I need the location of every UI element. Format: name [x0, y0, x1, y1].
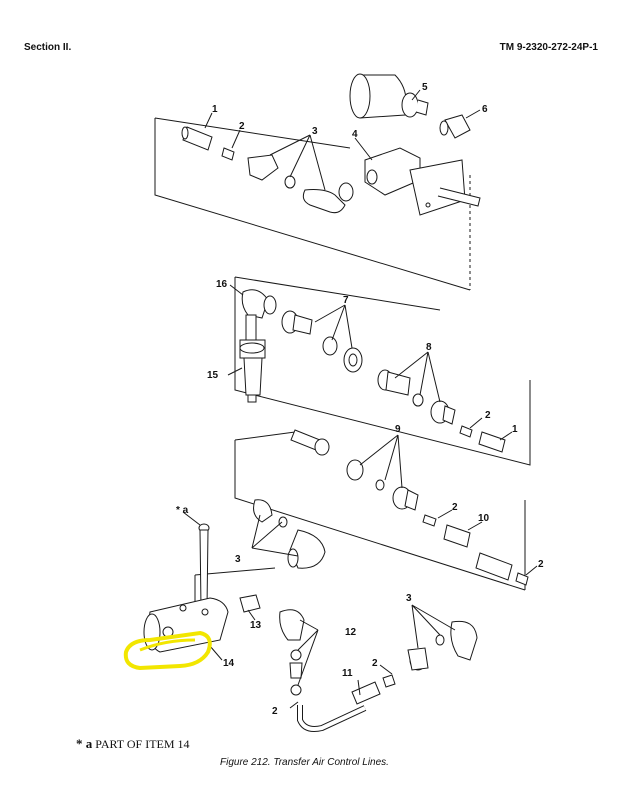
note-marker: * a: [76, 736, 93, 751]
callout-6: 6: [482, 104, 488, 115]
item4-valve: [364, 147, 481, 216]
item1-tube-top: [181, 126, 213, 151]
callout-13: 13: [250, 620, 262, 631]
callout-2-end: 2: [538, 559, 544, 570]
item2-nut-top: [221, 147, 235, 161]
item15-fitting: [239, 339, 266, 403]
item8-fittings: [377, 369, 456, 425]
part-of-item-note: * a PART OF ITEM 14: [76, 736, 190, 752]
item3-fitting-top: [247, 154, 354, 214]
callout-7: 7: [343, 295, 349, 306]
callout-10: 10: [478, 513, 490, 524]
item-a-bolt: [198, 523, 210, 609]
item12-fittings: [279, 609, 305, 696]
item7-fittings: [281, 310, 363, 373]
callout-2-top: 2: [239, 121, 245, 132]
callout-3-top: 3: [312, 126, 318, 137]
callout-2-low: 2: [452, 502, 458, 513]
group1-frame: [154, 117, 471, 291]
item2-nut-low: [422, 514, 437, 527]
item6-elbow: [439, 114, 471, 139]
group3-tube: [290, 429, 385, 491]
callout-1-mid: 1: [512, 424, 518, 435]
item11-tube: [297, 674, 396, 732]
item16-elbow: [241, 289, 277, 341]
callout-12: 12: [345, 627, 357, 638]
callout-3-low: 3: [235, 554, 241, 565]
callout-8: 8: [426, 342, 432, 353]
item2-nut-end: [515, 572, 529, 586]
tm-number-header: TM 9-2320-272-24P-1: [499, 42, 598, 53]
group2-frame: [234, 276, 531, 466]
callout-16: 16: [216, 279, 228, 290]
callout-2-tube: 2: [272, 706, 278, 717]
callout-3-bottom: 3: [406, 593, 412, 604]
callout-5: 5: [422, 82, 428, 93]
highlight-mark: [123, 630, 212, 671]
callout-2-mid: 2: [485, 410, 491, 421]
callout-14: 14: [223, 658, 235, 669]
item2-nut-mid: [459, 425, 473, 438]
item3-fitting-low: [253, 499, 326, 569]
item10-tube: [443, 524, 471, 548]
item1-tube-mid: [478, 431, 506, 453]
callout-11: 11: [342, 668, 353, 679]
section-header: Section II.: [24, 42, 72, 53]
callout-4: 4: [352, 129, 358, 140]
callout-9: 9: [395, 424, 401, 435]
note-text: PART OF ITEM 14: [95, 737, 190, 751]
callout-a: * a: [176, 505, 189, 516]
callout-1-top: 1: [212, 104, 218, 115]
item9-fittings: [392, 486, 419, 511]
item5-cylinder: [349, 73, 429, 119]
item13-fitting: [239, 594, 261, 613]
figure-caption: Figure 212. Transfer Air Control Lines.: [220, 757, 389, 768]
group3-frame: [234, 431, 526, 591]
callout-15: 15: [207, 370, 219, 381]
item10-tube-b: [475, 552, 513, 581]
item3-fitting-bottom: [407, 620, 478, 671]
callout-2-bottom: 2: [372, 658, 378, 669]
